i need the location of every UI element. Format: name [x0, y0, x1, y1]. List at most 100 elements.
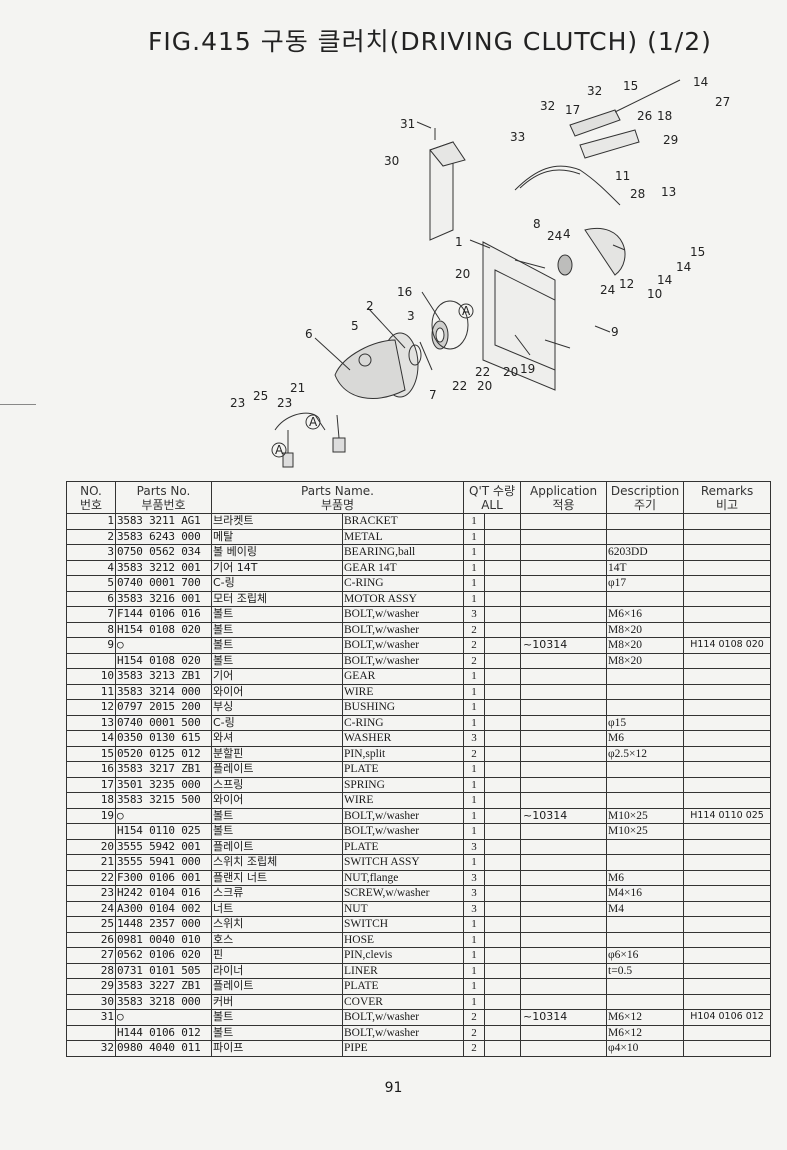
cell-desc: φ6×16 — [606, 947, 685, 964]
cell-app — [520, 559, 608, 576]
cell-no: 4 — [66, 559, 116, 576]
callout-29: 29 — [663, 133, 678, 147]
cell-en: BOLT,w/washer — [341, 652, 465, 669]
cell-desc: φ4×10 — [606, 1040, 685, 1057]
cell-qty: 1 — [463, 528, 486, 545]
parts-table-wrap: NO.번호 Parts No.부품번호 Parts Name.부품명 Q'T 수… — [66, 481, 772, 1057]
cell-rem — [683, 730, 772, 747]
callout-26: 26 — [637, 109, 652, 123]
cell-desc — [606, 838, 685, 855]
cell-pn: 3583 3218 000 — [115, 993, 212, 1010]
callout-13: 13 — [661, 185, 676, 199]
callout-28: 28 — [630, 187, 645, 201]
cell-app — [520, 885, 608, 902]
cell-en: PLATE — [341, 838, 465, 855]
cell-qty: 3 — [463, 606, 486, 623]
cell-pn: 0562 0106 020 — [115, 947, 212, 964]
cell-kn: 플레이트 — [211, 978, 343, 995]
cell-no: 7 — [66, 606, 116, 623]
cell-qty: 3 — [463, 900, 486, 917]
cell-qty-extra — [484, 575, 522, 592]
callout-2: 2 — [366, 299, 374, 313]
cell-kn: 커버 — [211, 993, 343, 1010]
cell-app — [520, 978, 608, 995]
cell-no: 23 — [66, 885, 116, 902]
cell-qty-extra — [484, 637, 522, 654]
cell-app — [520, 838, 608, 855]
cell-app — [520, 931, 608, 948]
cell-kn: 와셔 — [211, 730, 343, 747]
cell-pn: 0981 0040 010 — [115, 931, 212, 948]
callout-6: 6 — [305, 327, 313, 341]
callout-8: 8 — [533, 217, 541, 231]
cell-rem — [683, 590, 772, 607]
cell-en: WIRE — [341, 683, 465, 700]
cell-kn: 볼트 — [211, 1009, 343, 1026]
cell-kn: 볼트 — [211, 823, 343, 840]
cell-qty: 3 — [463, 838, 486, 855]
cell-qty: 1 — [463, 714, 486, 731]
cell-no: 6 — [66, 590, 116, 607]
cell-qty-extra — [484, 683, 522, 700]
cell-app — [520, 699, 608, 716]
callout-15b: 15 — [623, 79, 638, 93]
cell-pn: H154 0110 025 — [115, 823, 212, 840]
cell-desc: M6 — [606, 869, 685, 886]
cell-pn: F300 0106 001 — [115, 869, 212, 886]
cell-en: SWITCH — [341, 916, 465, 933]
cell-rem — [683, 513, 772, 530]
cell-no: 22 — [66, 869, 116, 886]
cell-rem — [683, 1024, 772, 1041]
cell-desc: M8×20 — [606, 652, 685, 669]
cell-rem — [683, 668, 772, 685]
cell-en: PLATE — [341, 978, 465, 995]
cell-no: 18 — [66, 792, 116, 809]
cell-app — [520, 993, 608, 1010]
cell-pn: 3583 3215 500 — [115, 792, 212, 809]
cell-desc: M8×20 — [606, 621, 685, 638]
cell-pn: 3583 3216 001 — [115, 590, 212, 607]
cell-qty-extra — [484, 838, 522, 855]
cell-desc — [606, 792, 685, 809]
cell-rem — [683, 652, 772, 669]
cell-qty-extra — [484, 931, 522, 948]
cell-kn: 핀 — [211, 947, 343, 964]
cell-qty: 2 — [463, 1024, 486, 1041]
cell-app — [520, 714, 608, 731]
cell-no: 20 — [66, 838, 116, 855]
cell-kn: 기어 14T — [211, 559, 343, 576]
cell-no: 5 — [66, 575, 116, 592]
cell-desc: M6 — [606, 730, 685, 747]
cell-qty: 1 — [463, 792, 486, 809]
cell-qty-extra — [484, 1009, 522, 1026]
cell-desc — [606, 528, 685, 545]
cell-rem — [683, 947, 772, 964]
cell-no: 3 — [66, 544, 116, 561]
cell-pn: H242 0104 016 — [115, 885, 212, 902]
cell-en: MOTOR ASSY — [341, 590, 465, 607]
cell-en: PIN,split — [341, 745, 465, 762]
cell-kn: 볼트 — [211, 652, 343, 669]
cell-en: WIRE — [341, 792, 465, 809]
cell-rem — [683, 916, 772, 933]
cell-no: 32 — [66, 1040, 116, 1057]
callout-17: 17 — [565, 103, 580, 117]
cell-kn: 파이프 — [211, 1040, 343, 1057]
header-no: NO.번호 — [66, 481, 116, 514]
cell-qty: 2 — [463, 1009, 486, 1026]
cell-rem — [683, 699, 772, 716]
callout-32b: 32 — [587, 84, 602, 98]
cell-desc: 14T — [606, 559, 685, 576]
cell-en: PIPE — [341, 1040, 465, 1057]
